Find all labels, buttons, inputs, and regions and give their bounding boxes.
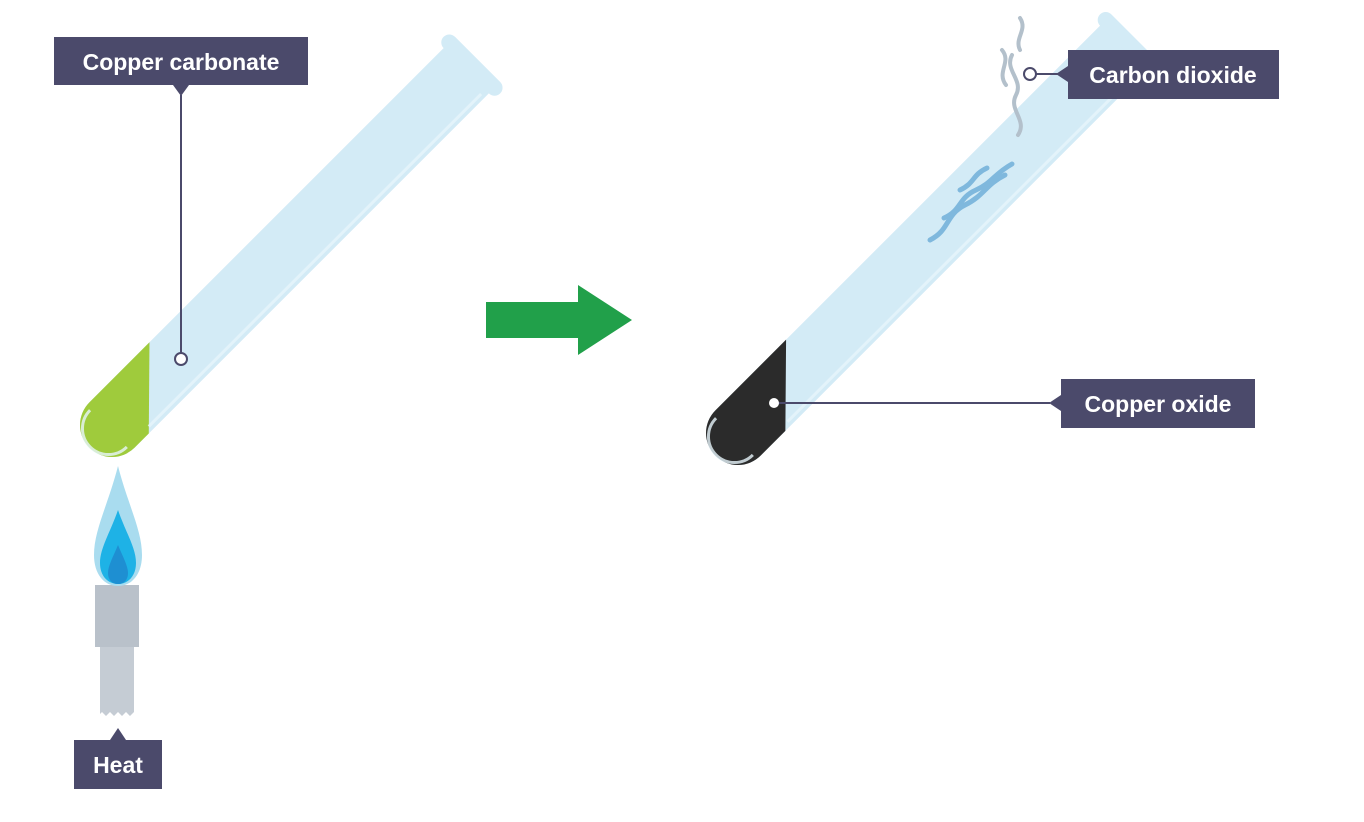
- copper-carbonate-label-text: Copper carbonate: [83, 49, 280, 75]
- copper-oxide-label-text: Copper oxide: [1085, 391, 1232, 417]
- gas-wisp-inner-1: [927, 172, 1008, 243]
- carbon-dioxide-label-box: [1068, 50, 1279, 99]
- right-arrow-icon: [486, 285, 632, 355]
- carbon-dioxide-label-pointer: [1056, 66, 1068, 82]
- test-tube-right-glass: [706, 22, 1149, 465]
- gas-escaping: [1000, 16, 1025, 137]
- gas-inside-tube: [927, 161, 1015, 243]
- copper-oxide-marker: [769, 398, 779, 408]
- test-tube-left-rim: [441, 34, 503, 96]
- heat-label-box: [74, 740, 162, 789]
- copper-oxide-powder: [706, 339, 787, 465]
- gas-wisp-outer-3: [1016, 16, 1025, 52]
- burner-body: [100, 647, 134, 716]
- gas-wisp-inner-2: [941, 161, 1015, 221]
- test-tube-left-bottom-highlight: [80, 409, 128, 457]
- test-tube-right-side-highlight: [786, 70, 1139, 423]
- gas-wisp-outer-1: [1008, 53, 1023, 137]
- test-tube-left-side-highlight: [147, 93, 483, 428]
- heat-label-text: Heat: [93, 752, 143, 778]
- heat-label: Heat: [74, 728, 162, 789]
- copper-oxide-label-box: [1061, 379, 1255, 428]
- copper-oxide-label-pointer: [1049, 395, 1061, 411]
- test-tube-right-bottom-highlight: [706, 417, 754, 465]
- copper-carbonate-powder: [80, 342, 150, 457]
- test-tube-left: [80, 34, 503, 457]
- carbon-dioxide-label: Carbon dioxide: [1023, 50, 1279, 99]
- heat-label-pointer: [110, 728, 126, 740]
- flame-icon: [94, 466, 142, 586]
- gas-wisp-outer-2: [1000, 48, 1008, 87]
- flame-inner: [108, 545, 128, 584]
- burner-top: [95, 585, 139, 647]
- copper-carbonate-label-pointer: [173, 85, 189, 96]
- copper-carbonate-label-box: [54, 37, 308, 85]
- bunsen-burner-icon: [95, 585, 139, 716]
- gas-wisp-inner-3: [957, 165, 990, 193]
- copper-carbonate-label: Copper carbonate: [54, 37, 308, 366]
- carbon-dioxide-marker: [1023, 67, 1037, 81]
- carbon-dioxide-label-text: Carbon dioxide: [1089, 62, 1256, 88]
- copper-oxide-label: Copper oxide: [769, 379, 1255, 428]
- copper-carbonate-marker: [174, 352, 188, 366]
